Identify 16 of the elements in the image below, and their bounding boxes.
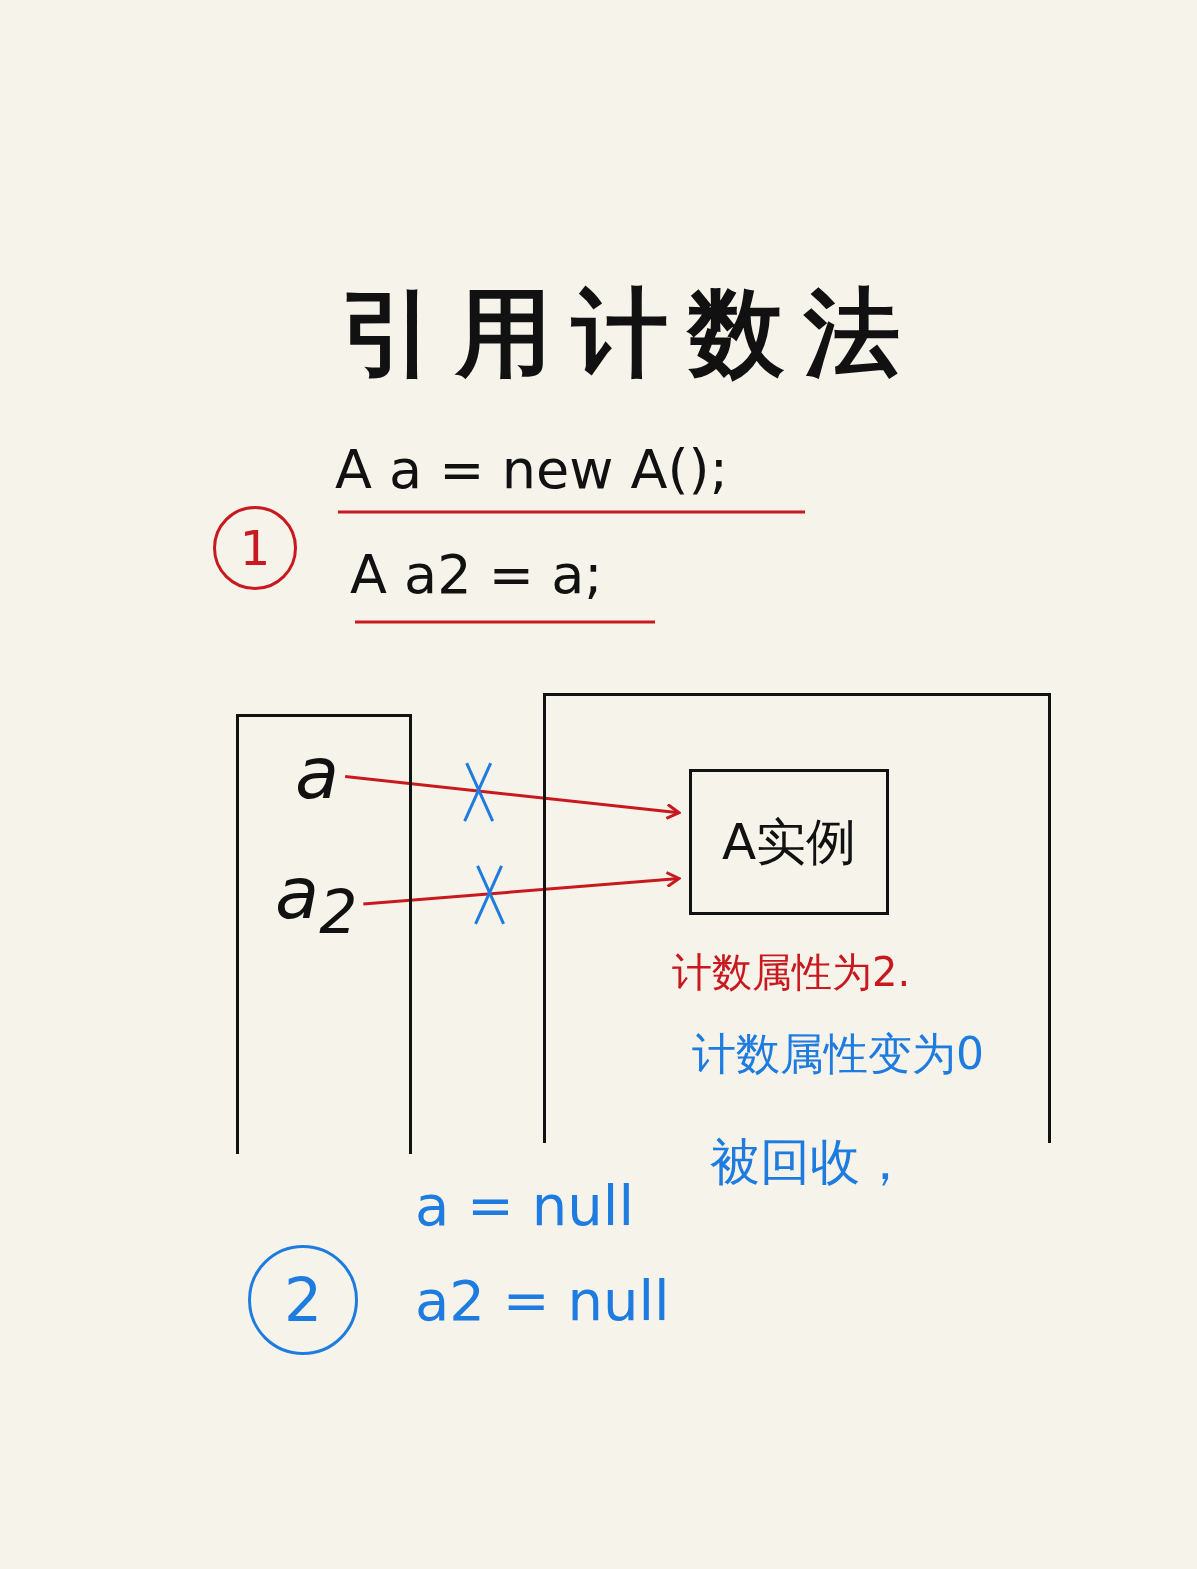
code-line: a = null bbox=[415, 1175, 634, 1237]
note-text: 被回收， bbox=[710, 1135, 910, 1190]
title: 引用计数法 bbox=[340, 276, 920, 391]
reference-arrow bbox=[344, 775, 681, 820]
object-box: A实例 bbox=[689, 769, 889, 915]
code-line: A a2 = a; bbox=[350, 545, 603, 605]
code-line: A a = new A(); bbox=[335, 440, 728, 500]
note-text: 计数属性变为0 bbox=[692, 1030, 984, 1079]
variable-name: a bbox=[295, 737, 340, 809]
reference-arrow bbox=[363, 871, 681, 906]
variable-name: a$_{2}$ bbox=[275, 857, 358, 943]
memory-region-frame bbox=[236, 714, 412, 1154]
note-text: 计数属性为2. bbox=[672, 950, 911, 994]
step-number: 2 bbox=[248, 1245, 358, 1355]
code-line: a2 = null bbox=[415, 1270, 670, 1332]
step-number: 1 bbox=[213, 506, 297, 590]
